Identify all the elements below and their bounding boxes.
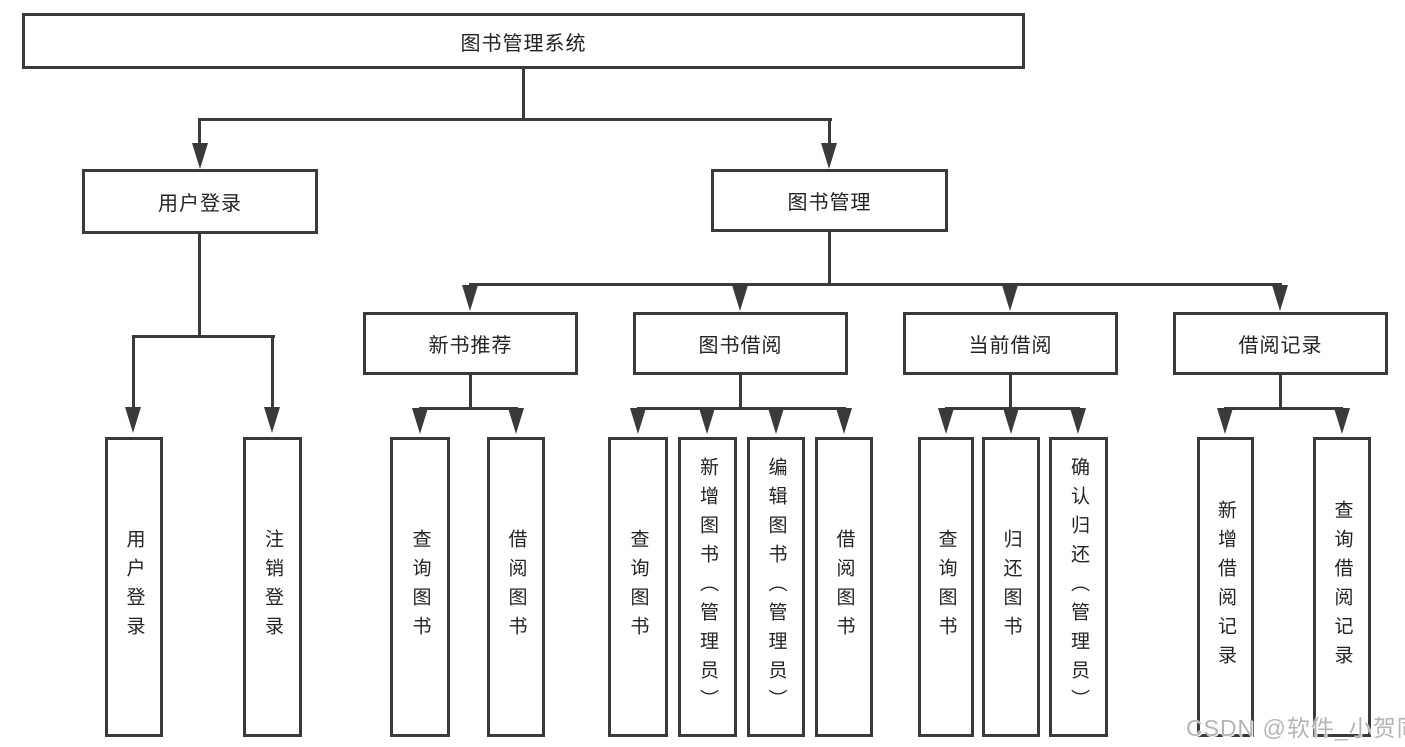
arrowhead-book-borrow — [732, 285, 748, 311]
node-new-book-recommend: 新书推荐 — [363, 312, 578, 375]
leaf-user-login: 用户登录 — [105, 437, 163, 737]
node-user-login-label: 用户登录 — [158, 193, 242, 215]
node-book-borrowing: 图书借阅 — [633, 312, 848, 375]
leaf-edit-book-admin: 编辑图书（管理员） — [747, 437, 805, 737]
connector-drop-user-login — [198, 120, 201, 146]
leaf-borrow-books-borrow-label: 借阅图书 — [833, 529, 855, 645]
arrowhead-new-book — [462, 285, 478, 311]
leaf-add-book-admin-label: 新增图书（管理员） — [697, 456, 718, 718]
arrowhead-current-borrow — [1002, 285, 1018, 311]
node-user-login: 用户登录 — [82, 169, 318, 234]
arrowhead-query-books-1 — [412, 408, 428, 434]
arrowhead-confirm-return — [1070, 408, 1086, 434]
connector-bookborrow-stub — [739, 374, 742, 409]
leaf-borrow-books-recommend: 借阅图书 — [487, 437, 545, 737]
node-current-borrowing-label: 当前借阅 — [968, 335, 1053, 357]
connector-records-hbar — [1224, 407, 1343, 410]
leaf-query-books-borrow-label: 查询图书 — [627, 529, 649, 645]
leaf-logout: 注销登录 — [243, 437, 302, 737]
node-root: 图书管理系统 — [22, 13, 1025, 69]
connector-drop-leaf-login — [132, 337, 135, 410]
leaf-add-borrow-record-label: 新增借阅记录 — [1215, 500, 1236, 674]
arrowhead-book-mgmt — [821, 143, 837, 169]
arrowhead-query-books-2 — [630, 408, 646, 434]
arrowhead-leaf-logout — [264, 407, 280, 433]
leaf-add-borrow-record: 新增借阅记录 — [1197, 437, 1254, 737]
leaf-query-books-recommend: 查询图书 — [390, 437, 450, 737]
arrowhead-borrow-records — [1272, 285, 1288, 311]
watermark: CSDN @软件_小贺同学 — [1186, 715, 1405, 741]
leaf-logout-label: 注销登录 — [262, 529, 283, 645]
connector-records-stub — [1279, 374, 1282, 409]
node-borrowing-records-label: 借阅记录 — [1238, 335, 1323, 357]
leaf-query-books-current-label: 查询图书 — [935, 529, 957, 645]
leaf-confirm-return-admin-label: 确认归还（管理员） — [1068, 456, 1089, 718]
node-book-management: 图书管理 — [711, 169, 948, 232]
connector-bookmgmt-hbar — [469, 283, 1282, 286]
connector-root-hbar — [198, 118, 832, 121]
connector-bookborrow-hbar — [637, 407, 846, 410]
arrowhead-return-books — [1003, 408, 1019, 434]
connector-root-stub — [522, 68, 525, 120]
connector-bookmgmt-stub — [828, 231, 831, 285]
arrowhead-add-book — [699, 408, 715, 434]
leaf-query-books-borrow: 查询图书 — [608, 437, 668, 737]
connector-drop-leaf-logout — [271, 337, 274, 410]
leaf-query-books-recommend-label: 查询图书 — [409, 529, 431, 645]
connector-userlogin-stub — [198, 233, 201, 337]
connector-newbook-stub — [469, 374, 472, 409]
leaf-confirm-return-admin: 确认归还（管理员） — [1049, 437, 1108, 737]
node-new-book-recommend-label: 新书推荐 — [428, 335, 513, 357]
arrowhead-user-login — [192, 143, 208, 169]
arrowhead-leaf-login — [125, 407, 141, 433]
leaf-user-login-label: 用户登录 — [123, 529, 145, 645]
leaf-edit-book-admin-label: 编辑图书（管理员） — [765, 456, 787, 718]
leaf-return-books-label: 归还图书 — [1000, 529, 1022, 645]
node-root-label: 图书管理系统 — [460, 32, 587, 55]
arrowhead-edit-book — [768, 408, 784, 434]
node-borrowing-records: 借阅记录 — [1173, 312, 1388, 375]
leaf-query-books-current: 查询图书 — [918, 437, 974, 737]
node-current-borrowing: 当前借阅 — [903, 312, 1118, 375]
connector-drop-book-mgmt — [828, 120, 831, 146]
arrowhead-borrow-books-2 — [836, 408, 852, 434]
arrowhead-borrow-books-1 — [508, 408, 524, 434]
connector-userlogin-hbar — [132, 335, 275, 338]
leaf-query-borrow-record: 查询借阅记录 — [1313, 437, 1371, 737]
node-book-borrowing-label: 图书借阅 — [698, 335, 783, 357]
connector-currentborrow-stub — [1009, 374, 1012, 409]
node-book-management-label: 图书管理 — [787, 192, 872, 214]
arrowhead-add-record — [1217, 408, 1233, 434]
arrowhead-query-record — [1334, 408, 1350, 434]
arrowhead-query-books-3 — [938, 408, 954, 434]
leaf-add-book-admin: 新增图书（管理员） — [678, 437, 737, 737]
leaf-borrow-books-recommend-label: 借阅图书 — [505, 529, 527, 645]
leaf-return-books: 归还图书 — [982, 437, 1040, 737]
leaf-borrow-books-borrow: 借阅图书 — [815, 437, 873, 737]
leaf-query-borrow-record-label: 查询借阅记录 — [1331, 500, 1353, 674]
connector-newbook-hbar — [419, 407, 518, 410]
